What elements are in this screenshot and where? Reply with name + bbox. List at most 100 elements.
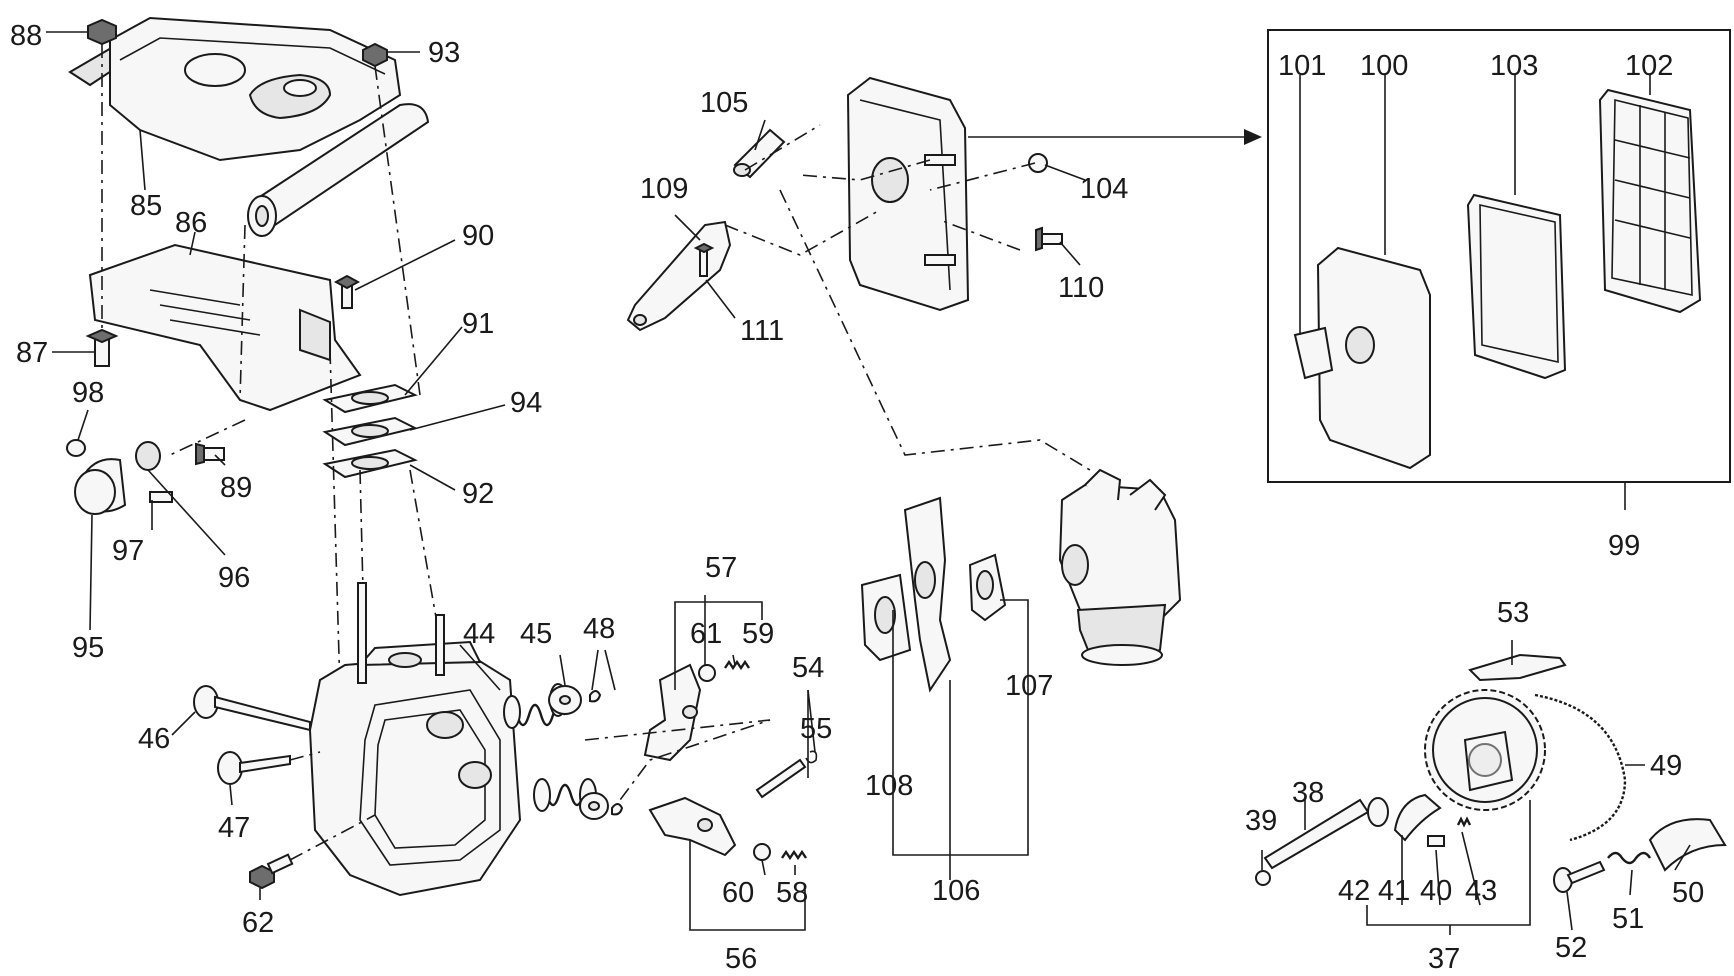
adjuster-59: [724, 659, 750, 671]
bolt-62: [249, 814, 376, 890]
label-54: 54: [792, 652, 824, 684]
intake-gaskets: [860, 496, 1007, 693]
washer-104: [1028, 153, 1048, 173]
muffler-assembly: [68, 16, 430, 237]
label-44: 44: [463, 618, 495, 650]
pivot-52: [1553, 867, 1573, 893]
ring-42: [1367, 797, 1389, 827]
cover-102: [1598, 88, 1702, 314]
label-98: 98: [72, 377, 104, 409]
label-85: 85: [130, 190, 162, 222]
label-62: 62: [242, 907, 274, 939]
label-111: 111: [740, 315, 784, 347]
pin-40: [1427, 835, 1445, 847]
adjuster-58: [781, 849, 807, 861]
label-97: 97: [112, 535, 144, 567]
chain-tensioner-group: [1468, 653, 1727, 893]
label-51: 51: [1612, 903, 1644, 935]
label-37: 37: [1428, 943, 1460, 975]
label-87: 87: [16, 337, 48, 369]
label-47: 47: [218, 812, 250, 844]
label-61: 61: [690, 618, 722, 650]
label-99: 99: [1608, 530, 1640, 562]
carburetor: [1058, 468, 1182, 666]
valve-springs: [503, 683, 624, 820]
rocker-56: [648, 796, 737, 857]
label-92: 92: [462, 478, 494, 510]
label-90: 90: [462, 220, 494, 252]
label-48: 48: [583, 613, 615, 645]
cylinder-head: [308, 582, 522, 897]
label-86: 86: [175, 207, 207, 239]
weight-41: [1393, 793, 1442, 842]
label-42: 42: [1338, 875, 1370, 907]
label-50: 50: [1672, 877, 1704, 909]
washer-98: [66, 439, 86, 457]
spark-arrestor: [74, 441, 161, 515]
label-38: 38: [1292, 777, 1324, 809]
label-39: 39: [1245, 805, 1277, 837]
screen-96: [135, 441, 161, 471]
label-106: 106: [932, 875, 980, 907]
label-94: 94: [510, 387, 542, 419]
air-cleaner-assembly: [846, 76, 970, 312]
shaft-38: [1263, 798, 1370, 870]
valves: [193, 685, 321, 785]
spring-43: [1456, 816, 1472, 828]
label-58: 58: [776, 877, 808, 909]
nut-93: [362, 42, 388, 68]
nut-60: [753, 843, 771, 861]
label-93: 93: [428, 37, 460, 69]
bolt-111: [699, 249, 708, 277]
leader-lines: [46, 31, 1691, 935]
cam-gear-group: [1255, 689, 1546, 886]
guide-53: [1468, 653, 1567, 682]
rocker-shaft-54: [755, 758, 807, 799]
part-labels: 88 93 85 86 90 91 87 98 94 89 92 97 96 9…: [10, 20, 1704, 975]
stud-left: [357, 582, 367, 684]
bracket-109: [626, 220, 732, 332]
label-95: 95: [72, 632, 104, 664]
keeper-48: [589, 690, 602, 703]
label-57: 57: [705, 552, 737, 584]
inset-filter-parts: [1293, 88, 1702, 470]
label-88: 88: [10, 20, 42, 52]
label-56: 56: [725, 943, 757, 975]
rocker-arms: [584, 659, 818, 861]
label-59: 59: [742, 618, 774, 650]
nut-88: [87, 18, 117, 46]
label-53: 53: [1497, 597, 1529, 629]
label-96: 96: [218, 562, 250, 594]
label-60: 60: [722, 877, 754, 909]
label-41: 41: [1378, 875, 1410, 907]
label-45: 45: [520, 618, 552, 650]
label-40: 40: [1420, 875, 1452, 907]
label-107: 107: [1005, 670, 1053, 702]
chain-49: [1534, 693, 1627, 842]
label-46: 46: [138, 723, 170, 755]
label-100: 100: [1360, 50, 1408, 82]
label-108: 108: [865, 770, 913, 802]
gasket-101: [1293, 326, 1334, 380]
base-100: [1316, 246, 1431, 470]
washer-39: [1255, 870, 1271, 886]
label-110: 110: [1058, 272, 1104, 304]
inset-box: [1267, 29, 1731, 483]
stud-right: [435, 614, 445, 676]
label-52: 52: [1555, 932, 1587, 964]
filter-103: [1466, 193, 1567, 380]
label-43: 43: [1465, 875, 1497, 907]
label-109: 109: [640, 173, 688, 205]
label-104: 104: [1080, 173, 1128, 205]
label-105: 105: [700, 87, 748, 119]
label-101: 101: [1278, 50, 1326, 82]
intake-hardware: [626, 124, 1091, 471]
label-103: 103: [1490, 50, 1538, 82]
label-102: 102: [1625, 50, 1673, 82]
label-91: 91: [462, 308, 494, 340]
exhaust-gaskets: [322, 383, 418, 479]
label-89: 89: [220, 472, 252, 504]
label-49: 49: [1650, 750, 1682, 782]
tensioner-50: [1648, 818, 1727, 872]
